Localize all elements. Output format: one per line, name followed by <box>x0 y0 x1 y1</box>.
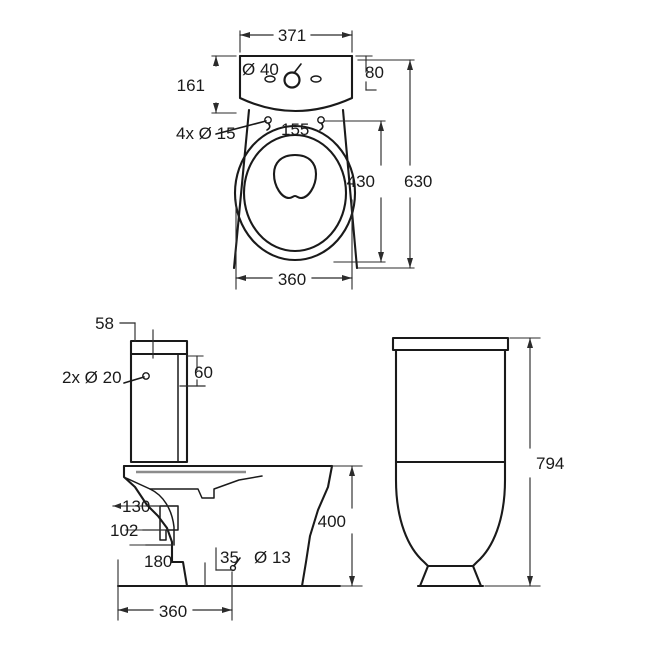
dim-130-label: 130 <box>122 497 150 516</box>
dim-13: Ø 13 <box>254 548 291 567</box>
dim-794-label: 794 <box>536 454 564 473</box>
dim-35-label: 35 <box>220 548 239 567</box>
dim-161-label: 161 <box>177 76 205 95</box>
dim-2x20-label: 2x Ø 20 <box>62 368 122 387</box>
plan-seat-inner <box>242 133 348 253</box>
dim-400: 400 <box>307 465 363 587</box>
dim-794: 794 <box>484 337 564 587</box>
dim-40-label: Ø 40 <box>242 60 279 79</box>
side-pan-outline <box>122 464 334 588</box>
dim-360-top-view: 360 <box>235 199 353 290</box>
dim-371: 371 <box>239 26 353 53</box>
dim-430: 430 <box>324 120 386 263</box>
dim-4x15-label: 4x Ø 15 <box>176 124 236 143</box>
dim-102-label: 102 <box>110 521 138 540</box>
plan-view: 371 161 80 Ø 40 <box>176 26 432 290</box>
plan-fixing-hole-right-tail <box>319 122 324 131</box>
front-cistern-body <box>394 348 507 464</box>
dim-35: 35 <box>215 547 239 571</box>
dim-360-side-label: 360 <box>159 602 187 621</box>
dim-2x20-leader <box>123 376 145 384</box>
side-cistern-lid <box>129 339 189 356</box>
side-pan-inner-profile <box>125 475 263 499</box>
dim-60-label: 60 <box>194 363 213 382</box>
dim-630: 630 <box>357 59 432 269</box>
dim-630-label: 630 <box>404 172 432 191</box>
dim-80-label: 80 <box>365 63 384 82</box>
plan-fixing-holes-leader <box>215 120 267 135</box>
dim-58-label: 58 <box>95 314 114 333</box>
dim-80: 80 <box>355 55 384 91</box>
side-floor-fixing-marker <box>233 557 241 567</box>
plan-seat-outer <box>233 124 357 262</box>
plan-fixing-hole-left-tail <box>266 122 271 131</box>
front-cistern-lid <box>391 336 510 352</box>
side-cistern-body <box>129 352 189 464</box>
front-view: 794 <box>391 336 564 588</box>
dim-180-label: 180 <box>144 552 172 571</box>
dim-155-label: 155 <box>281 120 309 139</box>
plan-bowl-aperture <box>272 153 318 200</box>
dim-400-label: 400 <box>318 512 346 531</box>
dim-360-top-label: 360 <box>278 270 306 289</box>
front-pedestal <box>418 564 483 588</box>
plan-cistern-outline <box>238 54 354 112</box>
dim-58: 58 <box>95 314 154 359</box>
dim-180: 180 <box>129 544 206 587</box>
dim-161: 161 <box>177 55 237 114</box>
plan-inlet-leader <box>293 63 302 74</box>
front-bowl-outline <box>394 460 507 568</box>
dim-13-label: Ø 13 <box>254 548 291 567</box>
dim-360-side-view: 360 <box>117 559 233 621</box>
side-view: 58 60 2x Ø 20 130 <box>62 314 363 621</box>
dim-102: 102 <box>110 521 171 540</box>
plan-inlet-hole <box>283 71 301 89</box>
dim-371-label: 371 <box>278 26 306 45</box>
plan-pan-right-wall <box>341 108 359 270</box>
dim-130: 130 <box>112 497 179 516</box>
plan-right-small-hole <box>310 75 322 83</box>
dim-2x20: 2x Ø 20 <box>62 368 150 387</box>
dim-430-label: 430 <box>347 172 375 191</box>
dim-60: 60 <box>179 355 213 387</box>
side-cistern-inlet-hole <box>142 372 150 380</box>
plan-left-small-hole <box>264 75 276 83</box>
